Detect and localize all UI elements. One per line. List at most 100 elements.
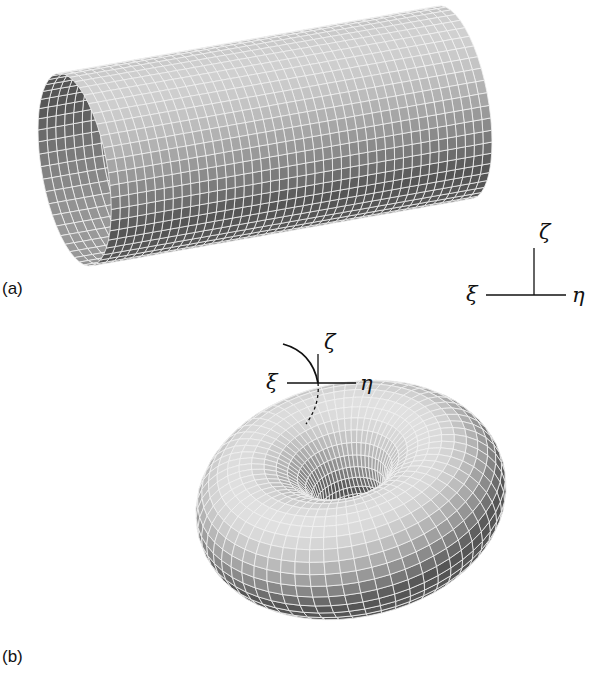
mesh-cell bbox=[173, 185, 182, 198]
mesh-cell bbox=[429, 127, 439, 141]
mesh-cell bbox=[439, 138, 448, 151]
mesh-cell bbox=[455, 123, 465, 137]
mesh-cell bbox=[253, 171, 262, 184]
mesh-cell bbox=[164, 199, 173, 212]
mesh-cell bbox=[438, 126, 448, 140]
mesh-cell bbox=[279, 178, 288, 191]
mesh-cell bbox=[483, 142, 492, 155]
mesh-cell bbox=[39, 153, 49, 167]
mesh-cell bbox=[172, 173, 182, 187]
mesh-cell bbox=[430, 151, 439, 164]
mesh-cell bbox=[226, 176, 235, 189]
mesh-cell bbox=[82, 121, 91, 134]
mesh-cell bbox=[216, 165, 226, 179]
mesh-cell bbox=[279, 166, 288, 179]
mesh-cell bbox=[191, 194, 200, 207]
mesh-cell bbox=[297, 163, 306, 176]
mesh-cell bbox=[146, 202, 155, 215]
mesh-cell bbox=[411, 131, 421, 145]
mesh-cell bbox=[394, 146, 403, 159]
mesh-cell bbox=[288, 165, 297, 178]
mesh-cell bbox=[359, 152, 368, 165]
mesh-cell bbox=[47, 127, 56, 140]
mesh-cell bbox=[83, 132, 93, 146]
mesh-cell bbox=[341, 155, 350, 168]
mesh-cell bbox=[41, 165, 52, 179]
mesh-cell bbox=[305, 149, 315, 163]
mesh-cell bbox=[199, 168, 209, 182]
mesh-cell bbox=[377, 161, 386, 174]
mesh-cell bbox=[350, 166, 359, 179]
mesh-cell bbox=[235, 186, 244, 199]
mesh-cell bbox=[296, 151, 306, 165]
mesh-cell bbox=[38, 140, 48, 154]
mesh-cell bbox=[200, 192, 209, 205]
mesh-cell bbox=[412, 143, 421, 156]
mesh-cell bbox=[252, 159, 262, 173]
mesh-cell bbox=[235, 174, 244, 187]
mesh-cell bbox=[190, 170, 200, 184]
mesh-cell bbox=[287, 152, 297, 166]
mesh-cell bbox=[332, 157, 341, 170]
mesh-cell bbox=[447, 137, 456, 150]
mesh-cell bbox=[269, 156, 279, 170]
mesh-cell bbox=[208, 179, 217, 192]
mesh-cell bbox=[306, 173, 315, 186]
mesh-cell bbox=[421, 141, 430, 154]
mesh-cell bbox=[376, 137, 386, 151]
mesh-cell bbox=[164, 187, 173, 200]
mesh-cell bbox=[297, 175, 306, 188]
mesh-cell bbox=[377, 149, 386, 162]
mesh-cell bbox=[465, 133, 474, 146]
mesh-cell bbox=[208, 191, 217, 204]
mesh-cell bbox=[73, 111, 82, 124]
mesh-cell bbox=[226, 188, 235, 201]
mesh-cell bbox=[65, 113, 74, 126]
mesh-cell bbox=[456, 147, 465, 160]
mesh-cell bbox=[181, 171, 191, 185]
mesh-cell bbox=[56, 137, 66, 151]
mesh-cell bbox=[173, 197, 182, 210]
mesh-cell bbox=[358, 140, 368, 154]
mesh-cell bbox=[234, 162, 244, 176]
mesh-cell bbox=[420, 129, 430, 143]
mesh-cell bbox=[191, 182, 200, 195]
mesh-cell bbox=[483, 130, 492, 143]
mesh-cell bbox=[482, 118, 492, 132]
mesh-cell bbox=[288, 177, 297, 190]
mesh-cell bbox=[323, 170, 332, 183]
mesh-cell bbox=[456, 135, 465, 148]
mesh-cell bbox=[270, 180, 279, 193]
mesh-cell bbox=[367, 138, 377, 152]
mesh-cell bbox=[332, 169, 341, 182]
mesh-cell bbox=[244, 173, 253, 186]
mesh-cell bbox=[82, 109, 91, 122]
mesh-cell bbox=[430, 140, 439, 153]
mesh-cell bbox=[314, 148, 324, 162]
mesh-cell bbox=[385, 135, 395, 149]
mesh-cell bbox=[464, 121, 474, 135]
mesh-cell bbox=[38, 117, 47, 130]
mesh-cell bbox=[394, 158, 403, 171]
mesh-cell bbox=[243, 160, 253, 174]
mesh-cell bbox=[225, 163, 235, 177]
mesh-cell bbox=[73, 122, 82, 135]
mesh-cell bbox=[403, 144, 412, 157]
mesh-cell bbox=[474, 144, 483, 157]
mesh-cell bbox=[244, 184, 253, 197]
mesh-cell bbox=[412, 155, 421, 168]
mesh-cell bbox=[331, 145, 341, 159]
mesh-cell bbox=[74, 134, 84, 148]
mesh-cell bbox=[253, 183, 262, 196]
mesh-cell bbox=[182, 195, 191, 208]
mesh-cell bbox=[368, 162, 377, 175]
mesh-cell bbox=[182, 184, 191, 197]
cylinder-mesh bbox=[38, 6, 492, 266]
mesh-cell bbox=[65, 136, 75, 150]
mesh-cell bbox=[56, 125, 65, 138]
mesh-cell bbox=[402, 132, 412, 146]
mesh-cell bbox=[349, 141, 359, 155]
mesh-cell bbox=[323, 146, 333, 160]
mesh-cell bbox=[200, 180, 209, 193]
